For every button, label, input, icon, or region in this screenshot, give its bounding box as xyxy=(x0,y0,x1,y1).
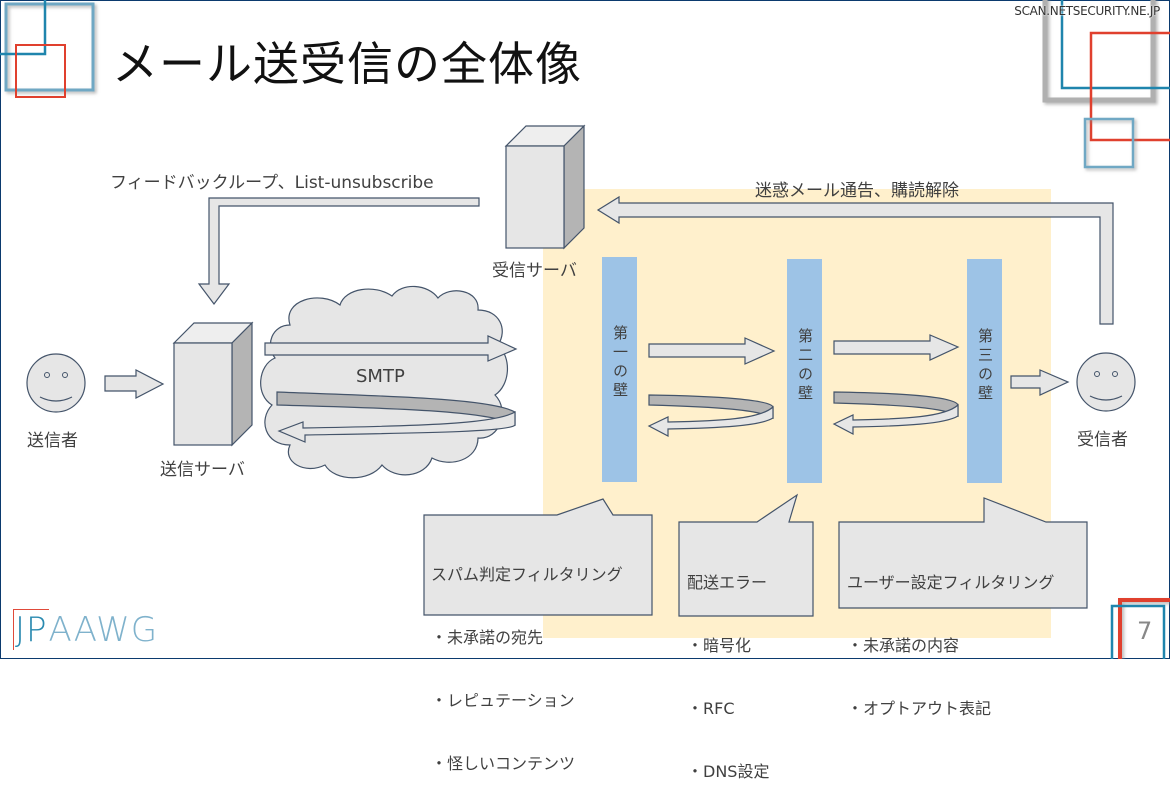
diagram-canvas xyxy=(0,0,1170,659)
reject-arrow-1 xyxy=(647,394,774,437)
recipient-smiley-icon xyxy=(1076,352,1136,412)
decor-square xyxy=(0,0,47,56)
receiving-server-label: 受信サーバ xyxy=(492,261,577,281)
wall-3-label: 第三の壁 xyxy=(976,328,994,404)
callout-item: ・暗号化 xyxy=(687,636,752,655)
source-watermark: SCAN.NETSECURITY.NE.JP xyxy=(1014,4,1160,18)
pass-arrow-1 xyxy=(648,337,776,365)
pass-arrow-2 xyxy=(833,334,960,361)
callout-item: ・オプトアウト表記 xyxy=(847,699,992,718)
callout-item: ・未承諾の内容 xyxy=(847,636,960,655)
callout-title: スパム判定フィルタリング xyxy=(431,565,623,584)
callout-title: 配送エラー xyxy=(687,573,768,592)
jpaawg-logo: JPAAWG xyxy=(13,609,159,650)
callout-delivery-error-text: 配送エラー ・暗号化 ・RFC ・DNS設定 xyxy=(687,530,769,803)
callout-user-filter-text: ユーザー設定フィルタリング ・未承諾の内容 ・オプトアウト表記 xyxy=(847,530,1054,740)
page-number: 7 xyxy=(1137,617,1153,645)
reject-arrow-2 xyxy=(832,391,959,435)
sender-smiley-icon xyxy=(26,353,86,413)
callout-item: ・DNS設定 xyxy=(687,762,770,781)
callout-spam-filter xyxy=(423,498,653,616)
smtp-label: SMTP xyxy=(356,366,405,387)
recipient-label: 受信者 xyxy=(1077,430,1128,450)
page-title: メール送受信の全体像 xyxy=(112,37,582,91)
decor-square xyxy=(4,2,95,92)
callout-delivery-error xyxy=(678,493,814,617)
feedback-loop-label: フィードバックループ、List-unsubscribe xyxy=(110,173,434,193)
logo-prefix: JP xyxy=(13,609,49,650)
sender-label: 送信者 xyxy=(27,431,78,451)
feedback-loop-arrow xyxy=(197,197,480,305)
wall-1-label: 第一の壁 xyxy=(611,325,629,401)
callout-item: ・怪しいコンテンツ xyxy=(431,754,576,773)
decor-square xyxy=(1042,0,1156,103)
smtp-bounce-arrow xyxy=(276,391,516,443)
callout-item: ・RFC xyxy=(687,699,735,718)
decor-square xyxy=(1089,31,1170,142)
wall-3 xyxy=(967,259,1002,483)
decor-square xyxy=(1083,117,1135,169)
callout-item: ・レピュテーション xyxy=(431,691,575,710)
wall-2-label: 第二の壁 xyxy=(796,328,814,404)
decor-square xyxy=(1118,598,1170,659)
decor-squares-top-right xyxy=(1042,0,1170,169)
sending-server-label: 送信サーバ xyxy=(160,460,245,480)
decor-square xyxy=(15,44,66,98)
sending-server-icon xyxy=(172,321,254,447)
callout-user-filter xyxy=(838,497,1088,609)
decor-square xyxy=(1110,604,1166,659)
logo-suffix: AAWG xyxy=(48,610,159,650)
wall-1 xyxy=(602,257,637,482)
smtp-forward-arrow xyxy=(264,335,518,362)
wall-2 xyxy=(787,259,822,483)
deliver-arrow xyxy=(1010,369,1070,396)
complaint-label: 迷惑メール通告、購読解除 xyxy=(755,181,959,201)
complaint-arrow xyxy=(596,195,1114,325)
callout-item: ・未承諾の宛先 xyxy=(431,628,544,647)
decor-squares-bottom-right xyxy=(1110,598,1170,659)
callout-title: ユーザー設定フィルタリング xyxy=(847,573,1055,592)
send-arrow xyxy=(104,369,165,399)
decor-square xyxy=(1060,0,1170,90)
receiving-server-icon xyxy=(504,124,586,250)
decor-squares-top-left xyxy=(0,0,95,98)
